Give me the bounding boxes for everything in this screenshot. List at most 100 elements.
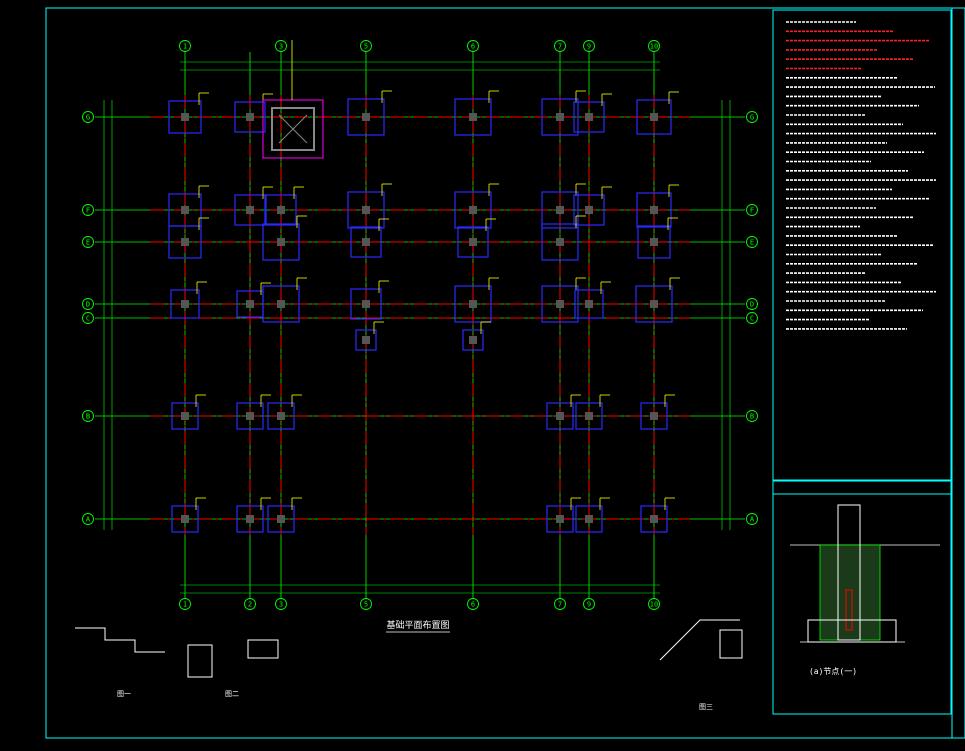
column-section [650, 300, 658, 308]
column-section [585, 206, 593, 214]
grid-label-top: 5 [364, 43, 368, 51]
column-section [556, 238, 564, 246]
grid-layer [95, 52, 745, 598]
footing-outline [168, 225, 202, 259]
grid-label-right: A [750, 516, 755, 524]
column-section [362, 336, 370, 344]
grid-label-top-circle [554, 40, 566, 52]
grid-label-top-circle [467, 40, 479, 52]
column-section [277, 300, 285, 308]
grid-label-bottom-circle [648, 598, 660, 610]
column-section [362, 113, 370, 121]
footing-outline [635, 285, 673, 323]
footing-outline [454, 98, 492, 136]
grid-label-top-circle [648, 40, 660, 52]
footing-outline [637, 225, 671, 259]
grid-label-left-circle [82, 236, 94, 248]
footing-outline [262, 223, 300, 261]
column-section [469, 238, 477, 246]
sketch-2-footing [187, 644, 213, 678]
grid-label-top: 7 [558, 43, 562, 51]
column-section [650, 206, 658, 214]
grid-label-bottom-circle [244, 598, 256, 610]
sketch-3-footing [719, 629, 743, 659]
footing-outline [267, 505, 295, 533]
grid-label-top: 9 [587, 43, 591, 51]
grid-label-top-circle [360, 40, 372, 52]
grid-label-bottom-circle [554, 598, 566, 610]
grid-label-bottom: 9 [587, 601, 591, 609]
footing-outline [457, 226, 489, 258]
column-section [277, 412, 285, 420]
footing-outline [575, 402, 603, 430]
notes-text-block [786, 21, 936, 330]
grid-label-left: E [86, 239, 90, 247]
footing-outline [454, 285, 492, 323]
grid-label-top-circle [275, 40, 287, 52]
column-section [585, 515, 593, 523]
grid-label-top-circle [179, 40, 191, 52]
detail-section [790, 504, 940, 643]
detail-title: (a)节点(一) [809, 667, 857, 676]
grid-label-right: C [750, 315, 754, 323]
column-section [556, 113, 564, 121]
sketch-3-slope [659, 619, 740, 661]
footing-outline [575, 505, 603, 533]
grid-label-bottom: 7 [558, 601, 562, 609]
column-section [277, 206, 285, 214]
elevator-pit-wall [271, 107, 315, 151]
footing-outline [262, 285, 300, 323]
footing-outline [541, 98, 579, 136]
grid-label-bottom: 2 [248, 601, 252, 609]
column-section [181, 113, 189, 121]
footing-outline [347, 191, 385, 229]
footing-outline [168, 100, 202, 134]
grid-label-top-circle [583, 40, 595, 52]
grid-label-bottom-circle [360, 598, 372, 610]
footing-outline [546, 505, 574, 533]
sketch-2-footing [247, 639, 279, 659]
column-section [277, 515, 285, 523]
column-section [650, 515, 658, 523]
grid-label-left: A [86, 516, 91, 524]
column-section [556, 300, 564, 308]
grid-label-top: 3 [279, 43, 283, 51]
column-section [556, 206, 564, 214]
drawing-frame [45, 7, 965, 739]
grid-label-right-circle [746, 410, 758, 422]
footing-outline [573, 194, 605, 226]
grid-label-right-circle [746, 312, 758, 324]
grid-label-left-circle [82, 410, 94, 422]
grid-label-left: F [86, 207, 90, 215]
grid-label-right-circle [746, 236, 758, 248]
column-section [556, 412, 564, 420]
footing-outline [573, 101, 605, 133]
column-section [181, 206, 189, 214]
column-section [246, 515, 254, 523]
grid-label-left-circle [82, 312, 94, 324]
grid-label-right: B [750, 413, 754, 421]
sketch-3-label: 图三 [699, 703, 713, 711]
grid-label-top: 1 [183, 43, 187, 51]
grid-label-bottom: 5 [364, 601, 368, 609]
footing-outline [541, 285, 579, 323]
footing-outline [267, 402, 295, 430]
column-section [469, 113, 477, 121]
column-stub [837, 504, 861, 641]
grid-label-right-circle [746, 204, 758, 216]
sketch-layer [75, 619, 743, 678]
column-section [181, 238, 189, 246]
grid-label-left: G [86, 114, 90, 122]
footing-outline [347, 98, 385, 136]
footing-layer [168, 40, 680, 533]
grid-label-left-circle [82, 111, 94, 123]
column-section [650, 113, 658, 121]
footing-outline [236, 402, 264, 430]
footing-outline [640, 505, 668, 533]
footing-outline [234, 194, 266, 226]
grid-label-left-circle [82, 298, 94, 310]
footing-outline [462, 329, 484, 351]
footing-outline [574, 289, 604, 319]
column-section [585, 113, 593, 121]
